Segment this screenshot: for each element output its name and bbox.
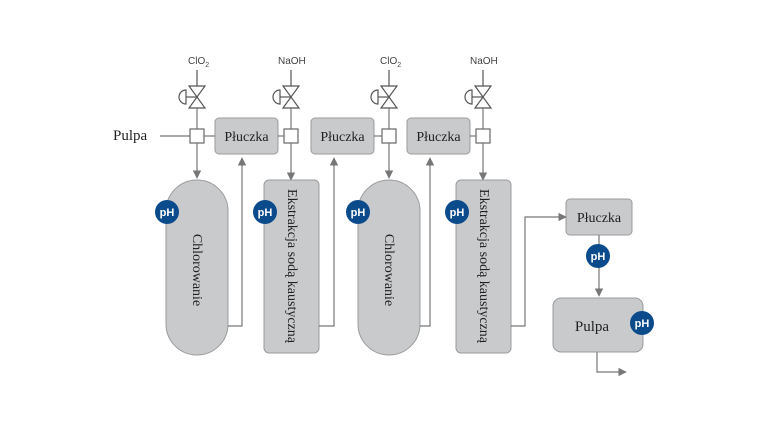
svg-text:Płuczka: Płuczka — [416, 130, 461, 145]
svg-text:Płuczka: Płuczka — [577, 211, 622, 226]
svg-text:pH: pH — [351, 207, 366, 219]
reagent-label-clo2-1: ClO2 — [188, 56, 209, 69]
mixer-box — [381, 128, 397, 144]
svg-text:Pulpa: Pulpa — [575, 319, 610, 335]
svg-text:pH: pH — [591, 251, 606, 263]
washer-3: Płuczka — [406, 117, 471, 155]
mixer-box — [283, 128, 299, 144]
svg-text:Chlorowanie: Chlorowanie — [381, 234, 396, 306]
ph-sensor-icon: pH — [155, 200, 179, 224]
valve-icon — [178, 70, 207, 109]
ph-sensor-icon: pH — [445, 200, 469, 224]
chlorination-tower-1: Chlorowanie — [165, 179, 229, 356]
mixer-box — [475, 128, 491, 144]
mixer-box — [189, 128, 205, 144]
chlorination-tower-2: Chlorowanie — [357, 179, 421, 356]
svg-text:pH: pH — [450, 207, 465, 219]
pulp-tank: Pulpa — [552, 297, 644, 353]
ph-sensor-icon: pH — [586, 244, 610, 268]
washer-4: Płuczka — [565, 198, 633, 236]
inlet-label: Pulpa — [113, 128, 148, 144]
extraction-tower-1: Ekstrakcja sodą kaustyczną — [263, 179, 320, 354]
svg-text:Płuczka: Płuczka — [224, 130, 269, 145]
extraction-tower-2: Ekstrakcja sodą kaustyczną — [455, 179, 512, 354]
svg-text:Ekstrakcja sodą kaustyczną: Ekstrakcja sodą kaustyczną — [476, 189, 491, 344]
valve-icon — [464, 70, 493, 109]
svg-text:Chlorowanie: Chlorowanie — [189, 234, 204, 306]
reagent-label-naoh-1: NaOH — [278, 56, 306, 67]
valve-icon — [370, 70, 399, 109]
ph-sensor-icon: pH — [253, 200, 277, 224]
ph-sensor-icon: pH — [630, 311, 654, 335]
svg-text:pH: pH — [635, 318, 650, 330]
ph-sensor-icon: pH — [346, 200, 370, 224]
svg-text:pH: pH — [258, 207, 273, 219]
washer-2: Płuczka — [310, 117, 375, 155]
washer-1: Płuczka — [214, 117, 279, 155]
reagent-label-naoh-2: NaOH — [470, 56, 498, 67]
valve-icon — [272, 70, 301, 109]
svg-text:Płuczka: Płuczka — [320, 130, 365, 145]
reagent-label-clo2-2: ClO2 — [380, 56, 401, 69]
svg-text:Ekstrakcja sodą kaustyczną: Ekstrakcja sodą kaustyczną — [284, 189, 299, 344]
svg-text:pH: pH — [160, 207, 175, 219]
